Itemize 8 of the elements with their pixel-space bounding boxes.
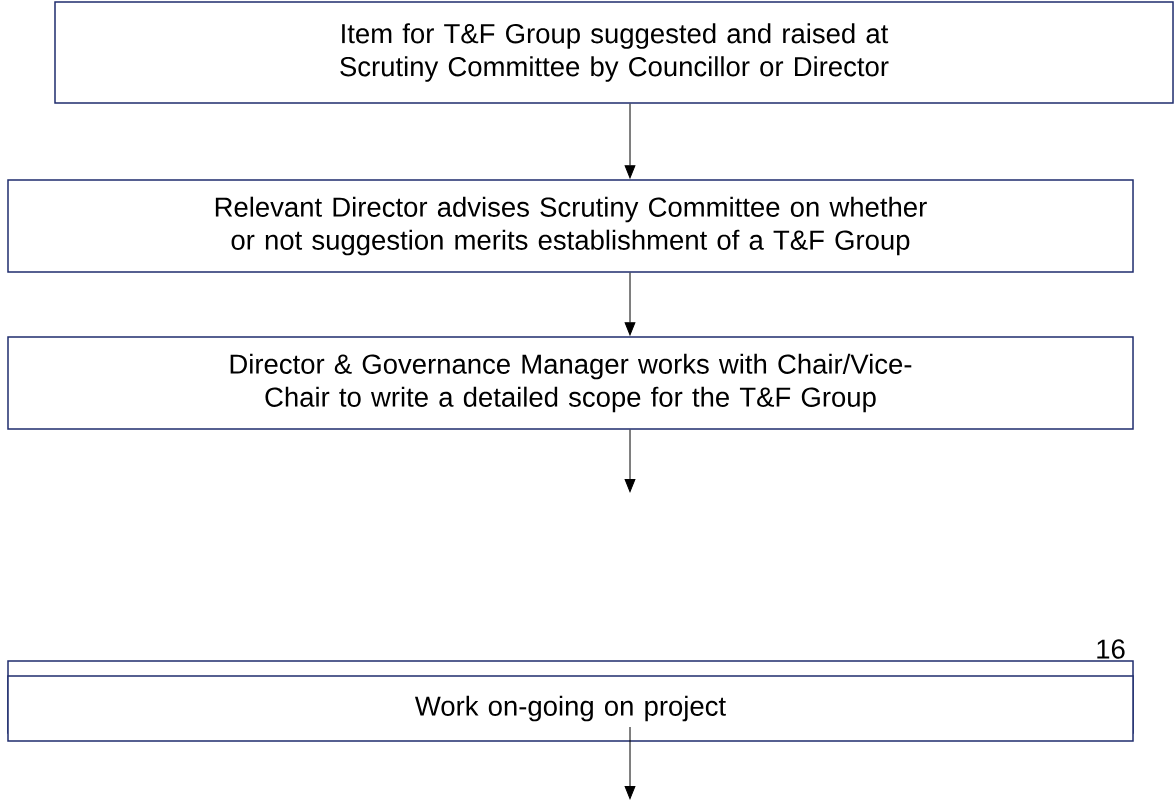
process-box: Item for T&F Group suggested and raised at Scrutiny Committee by Councillor or Director: [54, 1, 1174, 104]
process-box: Work on-going on project: [7, 675, 1134, 742]
arrow: [624, 726, 636, 800]
arrow: [624, 272, 636, 336]
process-box: Relevant Director advises Scrutiny Committee on whether or not suggestion merits establishment of a T&F Group: [7, 179, 1134, 273]
arrow: [624, 429, 636, 493]
arrow: [624, 103, 636, 179]
process-box: Director & Governance Manager works with Chair/Vice-Chair to write a detailed scope for the T&F Group: [7, 336, 1134, 430]
